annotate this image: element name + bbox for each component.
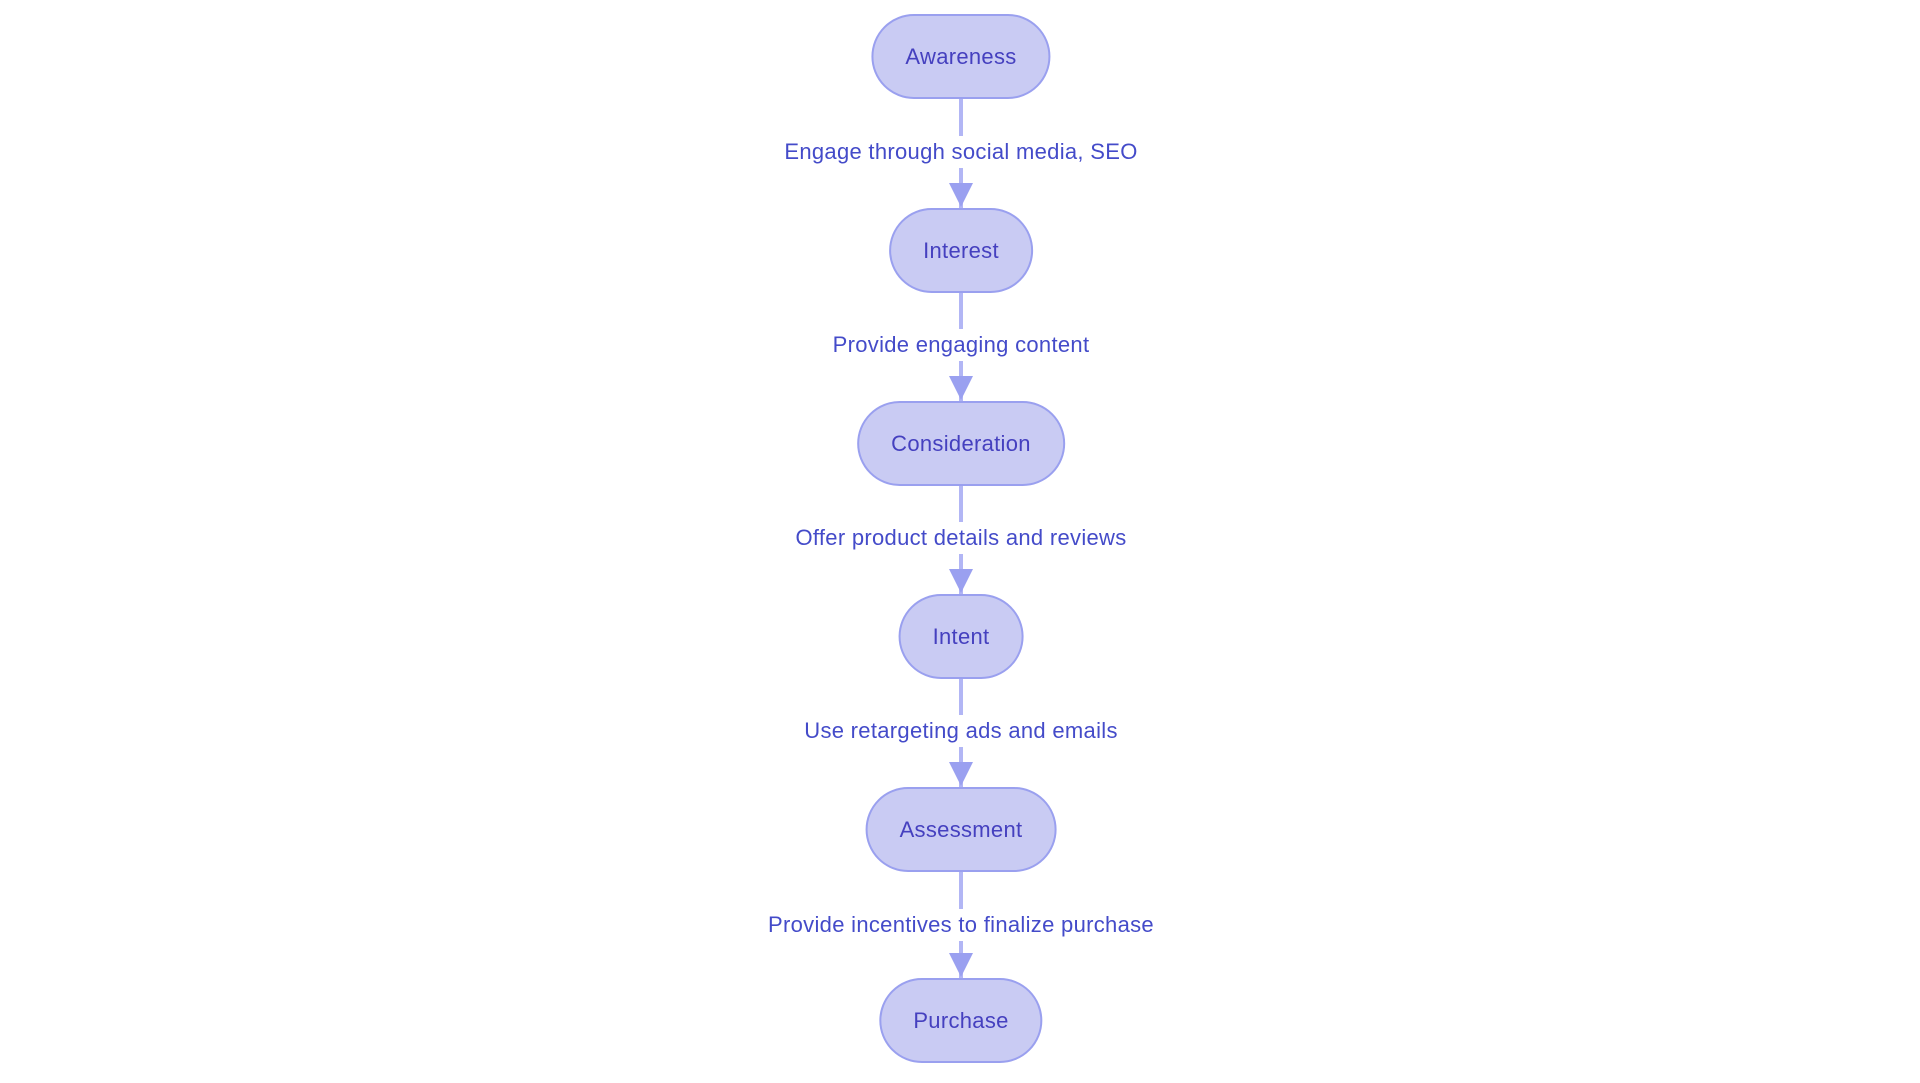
edge-label-interest-consideration: Provide engaging content <box>824 329 1098 361</box>
node-interest-label: Interest <box>923 237 999 263</box>
node-purchase-label: Purchase <box>913 1007 1009 1033</box>
edge-label-assessment-purchase: Provide incentives to finalize purchase <box>760 909 1162 941</box>
node-assessment-label: Assessment <box>899 816 1023 842</box>
edge-label-intent-assessment: Use retargeting ads and emails <box>796 715 1126 747</box>
edge-label-consideration-intent: Offer product details and reviews <box>787 522 1135 554</box>
node-interest: Interest <box>889 208 1033 293</box>
arrowhead-icon <box>949 953 973 977</box>
node-intent-label: Intent <box>932 623 990 649</box>
node-intent: Intent <box>898 594 1024 679</box>
arrowhead-icon <box>949 762 973 786</box>
arrowhead-icon <box>949 569 973 593</box>
node-awareness: Awareness <box>871 14 1051 99</box>
node-purchase: Purchase <box>879 978 1043 1063</box>
node-assessment: Assessment <box>865 787 1057 872</box>
node-consideration-label: Consideration <box>891 430 1031 456</box>
arrowhead-icon <box>949 376 973 400</box>
arrowhead-icon <box>949 183 973 207</box>
node-awareness-label: Awareness <box>905 43 1017 69</box>
node-consideration: Consideration <box>857 401 1065 486</box>
edge-label-awareness-interest: Engage through social media, SEO <box>776 136 1146 168</box>
